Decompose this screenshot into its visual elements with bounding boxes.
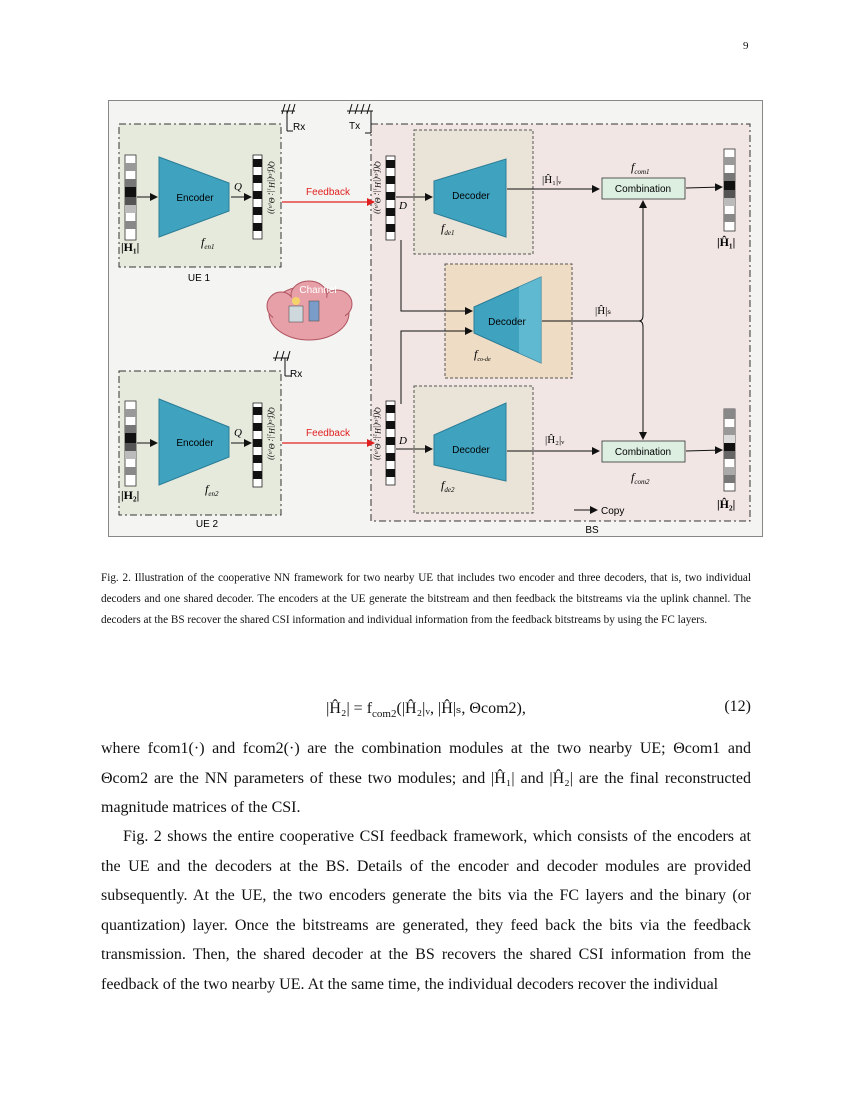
output-matrix-1: [723, 148, 736, 232]
rx-label-2: Rx: [290, 369, 302, 380]
bitstream-bs2-label: Q(fₑₙ(|H₂|; Θₑₙ)): [373, 407, 382, 460]
h1-v-label: |Ĥ₁|ᵥ: [542, 174, 562, 186]
encoder1: [158, 156, 230, 238]
figure-caption: Fig. 2. Illustration of the cooperative …: [101, 572, 751, 626]
page-number: 9: [743, 40, 749, 52]
feedback-label-2: Feedback: [306, 428, 351, 439]
channel-label: Channel: [299, 285, 336, 296]
d-symbol-1: D: [398, 200, 407, 212]
decoder2: [433, 402, 507, 482]
bs2-to-shared: [400, 327, 473, 404]
ue2-label: UE 2: [196, 519, 219, 530]
equation-rhs: (|Ĥ₂|ᵥ, |Ĥ|ₛ, Θcom2),: [396, 700, 526, 717]
paragraph-1: where fcom1(·) and fcom2(·) are the comb…: [101, 740, 751, 817]
decoder1: [433, 158, 507, 238]
rx-antenna-ue1: [281, 103, 296, 132]
q-symbol-2: Q: [234, 427, 242, 439]
encoder2: [158, 398, 230, 486]
f-de2: fde2: [441, 478, 455, 494]
equation-lhs: |Ĥ₂| = f: [326, 700, 373, 717]
bitstream-bs1-label: Q(fₑₙ(|H₁|; Θₑₙ)): [373, 161, 382, 214]
input-matrix-1: [124, 154, 137, 241]
equation-number: (12): [724, 698, 751, 715]
equation-12: |Ĥ₂| = fcom2(|Ĥ₂|ᵥ, |Ĥ|ₛ, Θcom2), (12): [101, 696, 751, 724]
combination2: [601, 440, 686, 463]
bs1-to-shared: [400, 240, 473, 315]
copy-label: Copy: [601, 506, 624, 517]
feedback-label-1: Feedback: [306, 187, 351, 198]
h2-output-label: |Ĥ₂|: [717, 497, 735, 511]
f-de1: fde1: [441, 221, 454, 237]
paragraph-2: Fig. 2 shows the entire cooperative CSI …: [101, 828, 751, 993]
bitstream-ue2-label: Q(fₑₙ(|H₂|; Θₑₙ)): [267, 407, 276, 460]
input-matrix-2: [124, 400, 137, 487]
rx-antenna-ue2: [273, 350, 291, 377]
d-symbol-2: D: [398, 435, 407, 447]
combination1: [601, 177, 686, 200]
output-matrix-2: [723, 408, 736, 492]
figure-2: UE 1 UE 2 BS |H₁| Encoder fen1 Q Q(fₑₙ(|…: [108, 100, 763, 537]
ue1-label: UE 1: [188, 273, 211, 284]
bitstream-bs2: [385, 400, 396, 486]
rx-label-1: Rx: [293, 122, 305, 133]
h1-input-label: |H₁|: [121, 240, 139, 254]
tx-label: Tx: [349, 121, 360, 132]
f-com1: fcom1: [631, 160, 650, 176]
tx-antenna-bs: [347, 103, 373, 134]
q-symbol-1: Q: [234, 181, 242, 193]
channel-cloud: [266, 280, 353, 341]
shared-decoder-label: Decoder: [488, 317, 526, 328]
bitstream-ue1-label: Q(fₑₙ(|H₁|; Θₑₙ)): [267, 161, 276, 214]
h2-input-label: |H₂|: [121, 488, 139, 502]
combination2-label: Combination: [615, 447, 671, 458]
encoder2-label: Encoder: [176, 438, 214, 449]
f-en2: fen2: [205, 482, 219, 498]
bs-label: BS: [585, 525, 599, 536]
h-s-label: |Ĥ|ₛ: [595, 305, 611, 317]
h1-output-label: |Ĥ₁|: [717, 235, 735, 249]
decoder1-label: Decoder: [452, 191, 490, 202]
f-en1: fen1: [201, 235, 214, 251]
equation-sub: com2: [372, 708, 397, 721]
f-com2: fcom2: [631, 470, 650, 486]
encoder1-label: Encoder: [176, 193, 214, 204]
decoder2-label: Decoder: [452, 445, 490, 456]
bitstream-ue2: [252, 402, 263, 488]
bitstream-ue1: [252, 154, 263, 240]
combination1-label: Combination: [615, 184, 671, 195]
equation-expression: |Ĥ₂| = fcom2(|Ĥ₂|ᵥ, |Ĥ|ₛ, Θcom2),: [101, 698, 751, 720]
bitstream-bs1: [385, 155, 396, 241]
f-code: fco-de: [474, 347, 491, 363]
h2-v-label: |Ĥ₂|ᵥ: [545, 434, 565, 446]
